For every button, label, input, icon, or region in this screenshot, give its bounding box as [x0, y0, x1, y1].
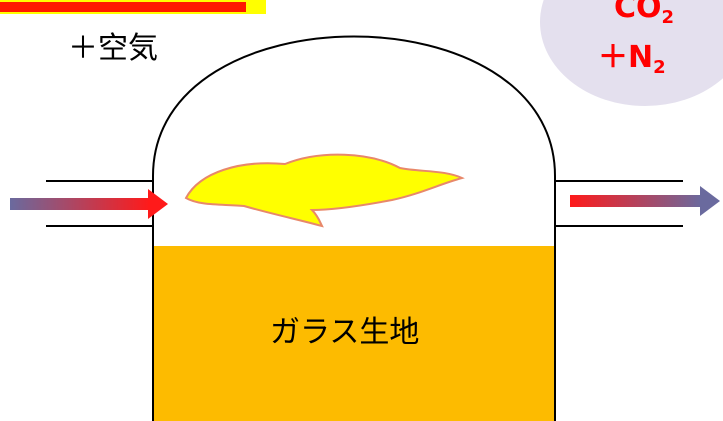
exhaust-co-text: CO [614, 0, 662, 25]
exhaust-n-subscript: 2 [653, 57, 666, 78]
exhaust-co-subscript: 2 [662, 7, 675, 28]
exhaust-label-line1: CO2 [614, 0, 674, 28]
furnace-wall-crown [152, 35, 556, 421]
inlet-arrow [10, 189, 168, 219]
glass-melt-label: ガラス生地 [270, 315, 419, 350]
glass-melt [153, 246, 554, 421]
fuel-label-red-text-fragment [0, 2, 246, 12]
air-label: ＋空気 [68, 31, 158, 66]
exhaust-label-line2: ＋N2 [598, 40, 666, 78]
outlet-arrow [570, 186, 720, 216]
flame [184, 153, 465, 228]
exhaust-n-text: ＋N [598, 40, 653, 75]
exhaust-gas-bubble [540, 0, 723, 106]
